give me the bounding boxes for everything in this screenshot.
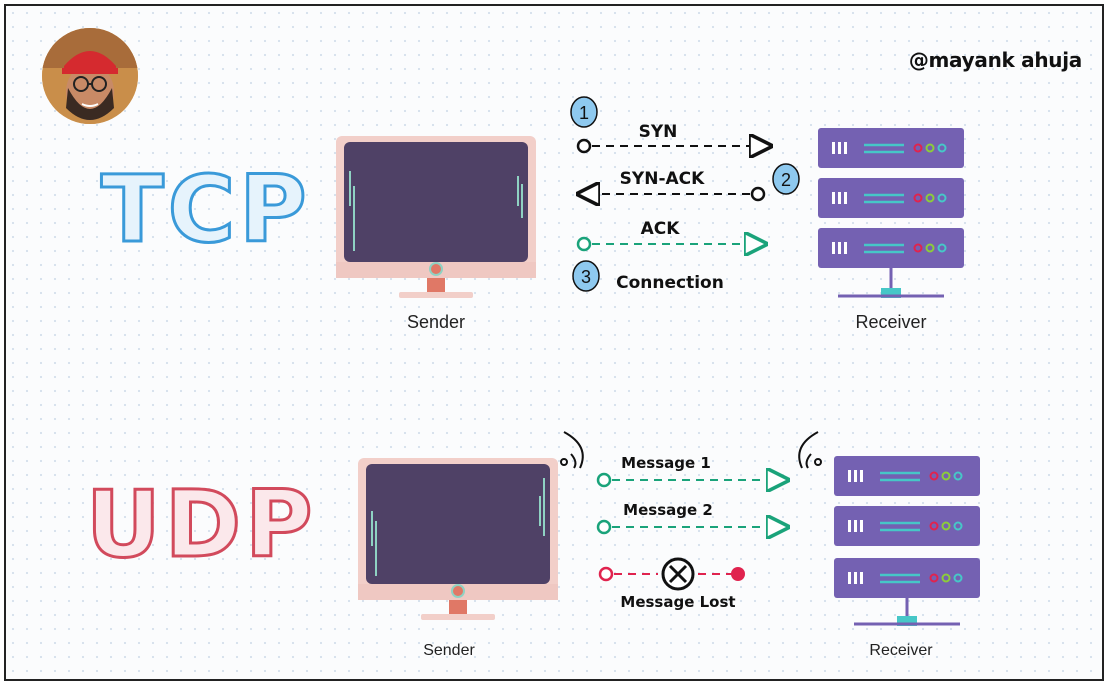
wifi-signal-icon — [560, 431, 584, 469]
ack-label: ACK — [641, 219, 681, 239]
syn-ack-arrow — [578, 188, 766, 200]
step-badge-2: 2 — [772, 163, 800, 195]
message-lost-label: Message Lost — [620, 593, 735, 611]
ack-arrow — [576, 238, 766, 250]
diagram-frame: @mayank ahuja TCP UDP — [4, 4, 1104, 681]
message-1-arrow — [596, 474, 788, 486]
step-number-3: 3 — [581, 267, 591, 287]
udp-receiver-label: Receiver — [869, 642, 933, 659]
tcp-receiver-label: Receiver — [855, 312, 927, 332]
udp-title: UDP — [86, 471, 317, 578]
tcp-title: TCP — [101, 156, 311, 263]
step-number-2: 2 — [781, 170, 791, 190]
message-2-label: Message 2 — [623, 501, 713, 519]
udp-sender-label: Sender — [423, 642, 475, 659]
step-badge-3: 3 — [572, 260, 600, 292]
message-lost-arrow — [598, 566, 745, 582]
syn-arrow — [576, 140, 771, 152]
udp-sender-monitor — [358, 458, 558, 620]
tcp-sender-monitor — [336, 136, 536, 298]
avatar — [42, 28, 138, 124]
step-number-1: 1 — [579, 103, 589, 123]
udp-receiver-server — [834, 456, 980, 626]
diagram-canvas: TCP UDP — [85, 96, 980, 626]
tcp-sender-label: Sender — [406, 312, 466, 332]
avatar-photo — [42, 28, 138, 124]
message-1-label: Message 1 — [621, 454, 711, 472]
author-handle: @mayank ahuja — [908, 48, 1082, 72]
connection-label: Connection — [616, 273, 724, 293]
syn-ack-label: SYN-ACK — [620, 169, 705, 189]
message-2-arrow — [596, 521, 788, 533]
step-badge-1: 1 — [570, 96, 598, 128]
wifi-signal-icon — [798, 431, 822, 469]
x-circle-icon — [661, 557, 695, 591]
syn-label: SYN — [639, 122, 678, 142]
tcp-receiver-server — [818, 128, 964, 298]
